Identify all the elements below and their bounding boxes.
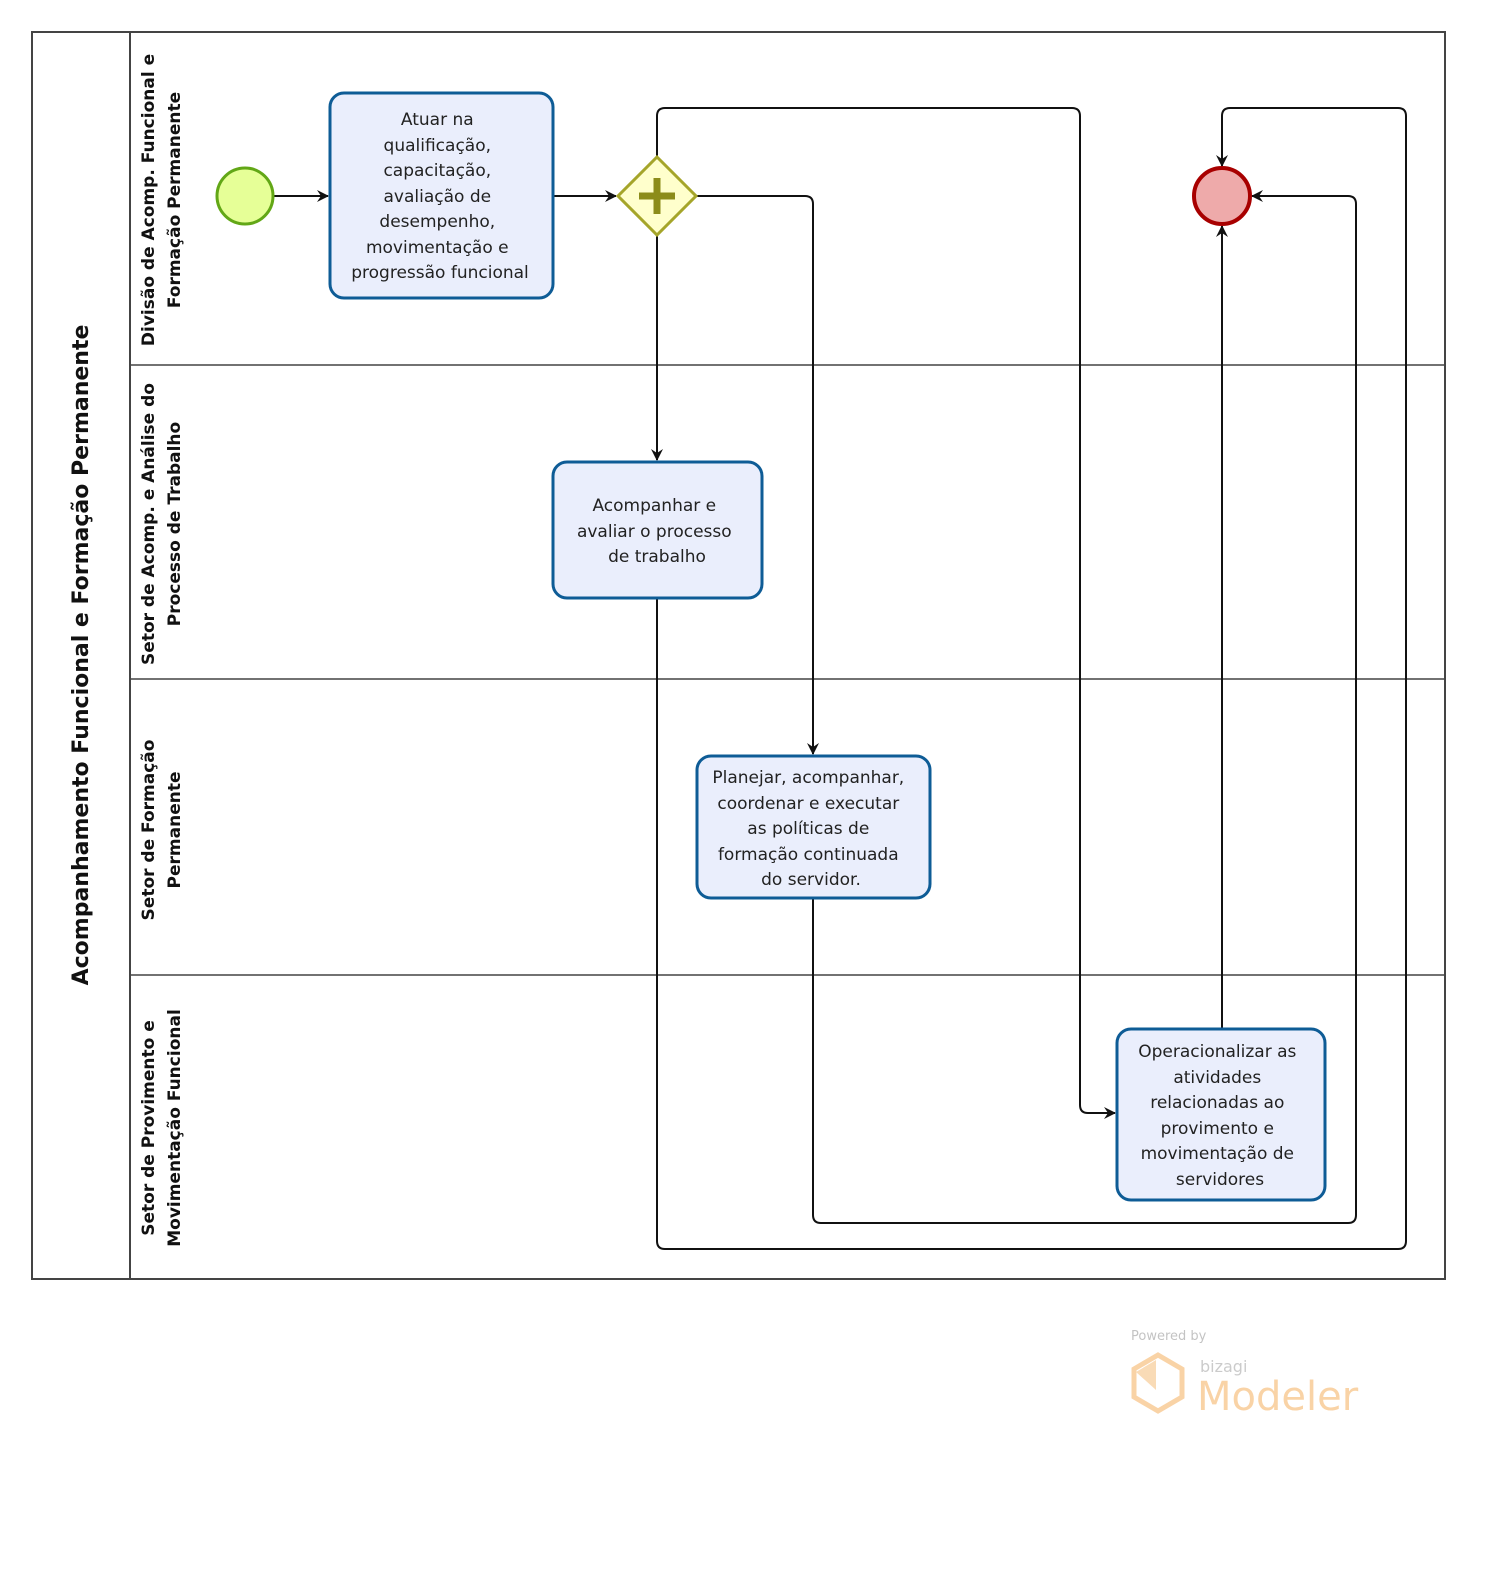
- task-1[interactable]: Atuar na qualificação, capacitação, aval…: [328, 91, 555, 300]
- svg-text:Modeler: Modeler: [1197, 1374, 1359, 1420]
- end-event[interactable]: [1192, 166, 1252, 226]
- svg-text:Permanente: Permanente: [165, 772, 185, 889]
- flow-task2-end: [656, 107, 1407, 1250]
- lane-label-3: Setor de Formação Permanente: [139, 740, 185, 921]
- bizagi-watermark: Powered by bizagi Modeler: [1131, 1329, 1359, 1420]
- svg-text:Formação Permanente: Formação Permanente: [165, 92, 185, 308]
- start-event[interactable]: [215, 166, 275, 226]
- flow-gateway-task4: [656, 107, 1116, 1119]
- bizagi-logo-icon: [1131, 1352, 1185, 1414]
- task-2[interactable]: Acompanhar e avaliar o processo de traba…: [551, 460, 764, 600]
- svg-text:Setor de Acomp. e Análise do: Setor de Acomp. e Análise do: [139, 383, 159, 665]
- task-3[interactable]: Planejar, acompanhar, coordenar e execut…: [695, 754, 932, 900]
- parallel-gateway[interactable]: [615, 154, 699, 238]
- svg-text:Planejar, acompanhar, co: Planejar, acompanhar, coordenar e execut…: [712, 768, 909, 890]
- svg-text:Operacionalizar as ativi: Operacionalizar as atividades relacionad…: [1138, 1042, 1302, 1190]
- svg-text:Acompanhar e avaliar o p: Acompanhar e avaliar o processo de traba…: [577, 496, 737, 567]
- lane-label-2: Setor de Acomp. e Análise do Processo de…: [139, 383, 185, 665]
- svg-text:Atuar na qualificação,: Atuar na qualificação, capacitação, aval…: [351, 110, 529, 283]
- svg-text:Processo de Trabalho: Processo de Trabalho: [165, 422, 185, 626]
- svg-text:Movimentação Funcional: Movimentação Funcional: [165, 1009, 185, 1247]
- pool-title: Acompanhamento Funcional e Formação Perm…: [69, 325, 94, 986]
- svg-text:Powered by: Powered by: [1131, 1329, 1207, 1344]
- svg-text:Setor de Provimento e: Setor de Provimento e: [139, 1020, 159, 1236]
- flow-gateway-task3: [696, 195, 819, 755]
- plus-icon: [639, 178, 675, 214]
- task-4[interactable]: Operacionalizar as atividades relacionad…: [1115, 1027, 1327, 1202]
- lane-label-4: Setor de Provimento e Movimentação Funci…: [139, 1009, 185, 1247]
- svg-text:Divisão de Acomp. Funcional e: Divisão de Acomp. Funcional e: [139, 54, 159, 346]
- svg-text:bizagi: bizagi: [1200, 1357, 1247, 1376]
- sequence-flows: [273, 107, 1407, 1250]
- svg-text:Setor de Formação: Setor de Formação: [139, 740, 159, 921]
- flow-task3-end: [812, 190, 1357, 1224]
- lane-label-1: Divisão de Acomp. Funcional e Formação P…: [139, 54, 185, 346]
